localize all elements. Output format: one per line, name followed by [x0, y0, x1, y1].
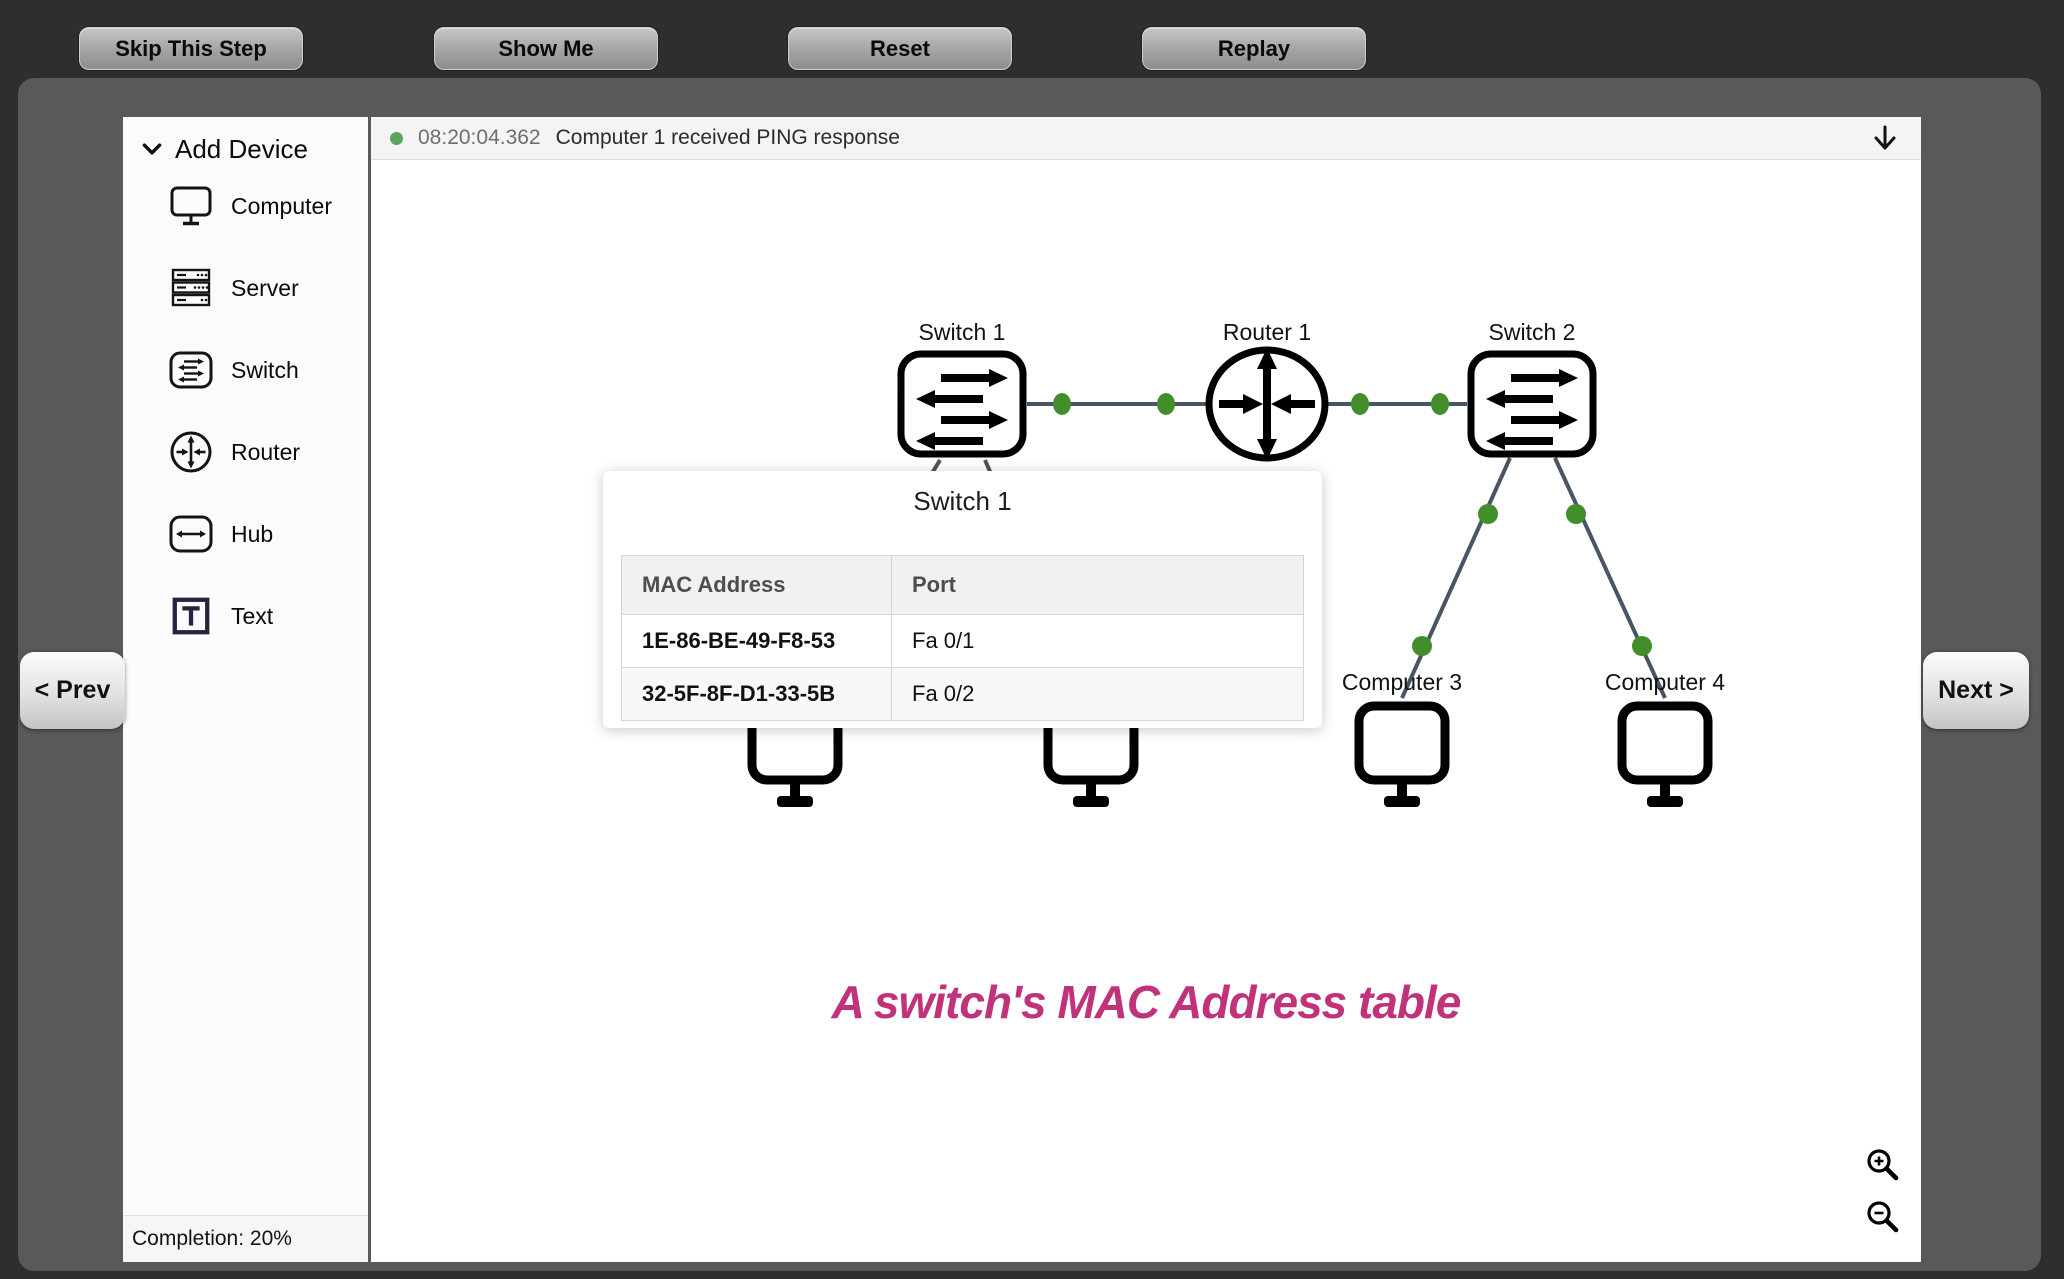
port-status-dots — [1053, 393, 1652, 656]
node-label-router1: Router 1 — [1223, 319, 1311, 345]
text-icon — [167, 593, 215, 639]
node-label-computer3: Computer 3 — [1342, 669, 1462, 695]
lesson-caption: A switch's MAC Address table — [831, 976, 1462, 1028]
table-row: 32-5F-8F-D1-33-5B Fa 0/2 — [621, 667, 1304, 721]
sidebar-item-computer[interactable]: Computer — [123, 165, 368, 247]
node-switch2[interactable] — [1467, 350, 1597, 458]
sidebar-item-label: Router — [231, 438, 301, 465]
router-icon — [167, 429, 215, 475]
node-label-switch2: Switch 2 — [1489, 319, 1576, 345]
zoom-in-icon[interactable] — [1865, 1147, 1901, 1183]
sidebar-item-label: Switch — [231, 356, 299, 383]
mac-table-popup: Switch 1 MAC Address Port 1E-86-BE-49-F8… — [603, 471, 1322, 728]
event-message: Computer 1 received PING response — [555, 126, 900, 149]
chevron-down-icon — [142, 143, 162, 155]
skip-step-button[interactable]: Skip This Step — [79, 27, 303, 70]
mac-address-cell: 32-5F-8F-D1-33-5B — [621, 667, 892, 721]
sidebar-item-text[interactable]: Text — [123, 575, 368, 657]
event-timestamp: 08:20:04.362 — [418, 126, 541, 149]
node-computer3[interactable] — [1354, 701, 1450, 807]
node-router1[interactable] — [1205, 346, 1329, 462]
completion-status: Completion: 20% — [123, 1215, 368, 1262]
popup-title: Switch 1 — [913, 486, 1012, 516]
table-row: 1E-86-BE-49-F8-53 Fa 0/1 — [621, 614, 1304, 668]
column-header-mac: MAC Address — [621, 555, 892, 615]
replay-button[interactable]: Replay — [1142, 27, 1366, 70]
reset-button[interactable]: Reset — [788, 27, 1012, 70]
expand-log-arrow-icon[interactable] — [1871, 123, 1899, 155]
sidebar-item-switch[interactable]: Switch — [123, 329, 368, 411]
mac-address-cell: 1E-86-BE-49-F8-53 — [621, 614, 892, 668]
prev-button[interactable]: < Prev — [20, 652, 125, 729]
table-header-row: MAC Address Port — [621, 555, 1304, 615]
sidebar-item-server[interactable]: Server — [123, 247, 368, 329]
port-cell: Fa 0/2 — [891, 667, 1304, 721]
zoom-out-icon[interactable] — [1865, 1199, 1901, 1235]
event-status-dot — [390, 131, 403, 145]
computer-icon — [167, 183, 215, 229]
sidebar-item-router[interactable]: Router — [123, 411, 368, 493]
node-label-switch1: Switch 1 — [919, 319, 1006, 345]
sidebar-item-label: Text — [231, 602, 274, 629]
server-icon — [167, 265, 215, 311]
column-header-port: Port — [891, 555, 1304, 615]
node-computer4[interactable] — [1617, 701, 1713, 807]
event-log-bar: 08:20:04.362 Computer 1 received PING re… — [371, 117, 1921, 160]
add-device-header[interactable]: Add Device — [123, 117, 368, 165]
mac-address-table: MAC Address Port 1E-86-BE-49-F8-53 Fa 0/… — [621, 555, 1304, 721]
zoom-controls — [1865, 1147, 1901, 1235]
sidebar-item-label: Hub — [231, 520, 274, 547]
simulation-canvas[interactable]: Switch 1 Router 1 Switch 2 — [371, 117, 1921, 1262]
add-device-label: Add Device — [175, 133, 308, 164]
sidebar-item-label: Server — [231, 274, 299, 301]
hub-icon — [167, 511, 215, 557]
port-cell: Fa 0/1 — [891, 614, 1304, 668]
switch-icon — [167, 347, 215, 393]
sidebar-item-hub[interactable]: Hub — [123, 493, 368, 575]
show-me-button[interactable]: Show Me — [434, 27, 658, 70]
node-label-computer4: Computer 4 — [1605, 669, 1725, 695]
node-switch1[interactable] — [897, 350, 1027, 458]
sidebar-item-label: Computer — [231, 192, 332, 219]
next-button[interactable]: Next > — [1923, 652, 2029, 729]
device-palette-sidebar: Add Device Computer Se — [123, 117, 368, 1262]
